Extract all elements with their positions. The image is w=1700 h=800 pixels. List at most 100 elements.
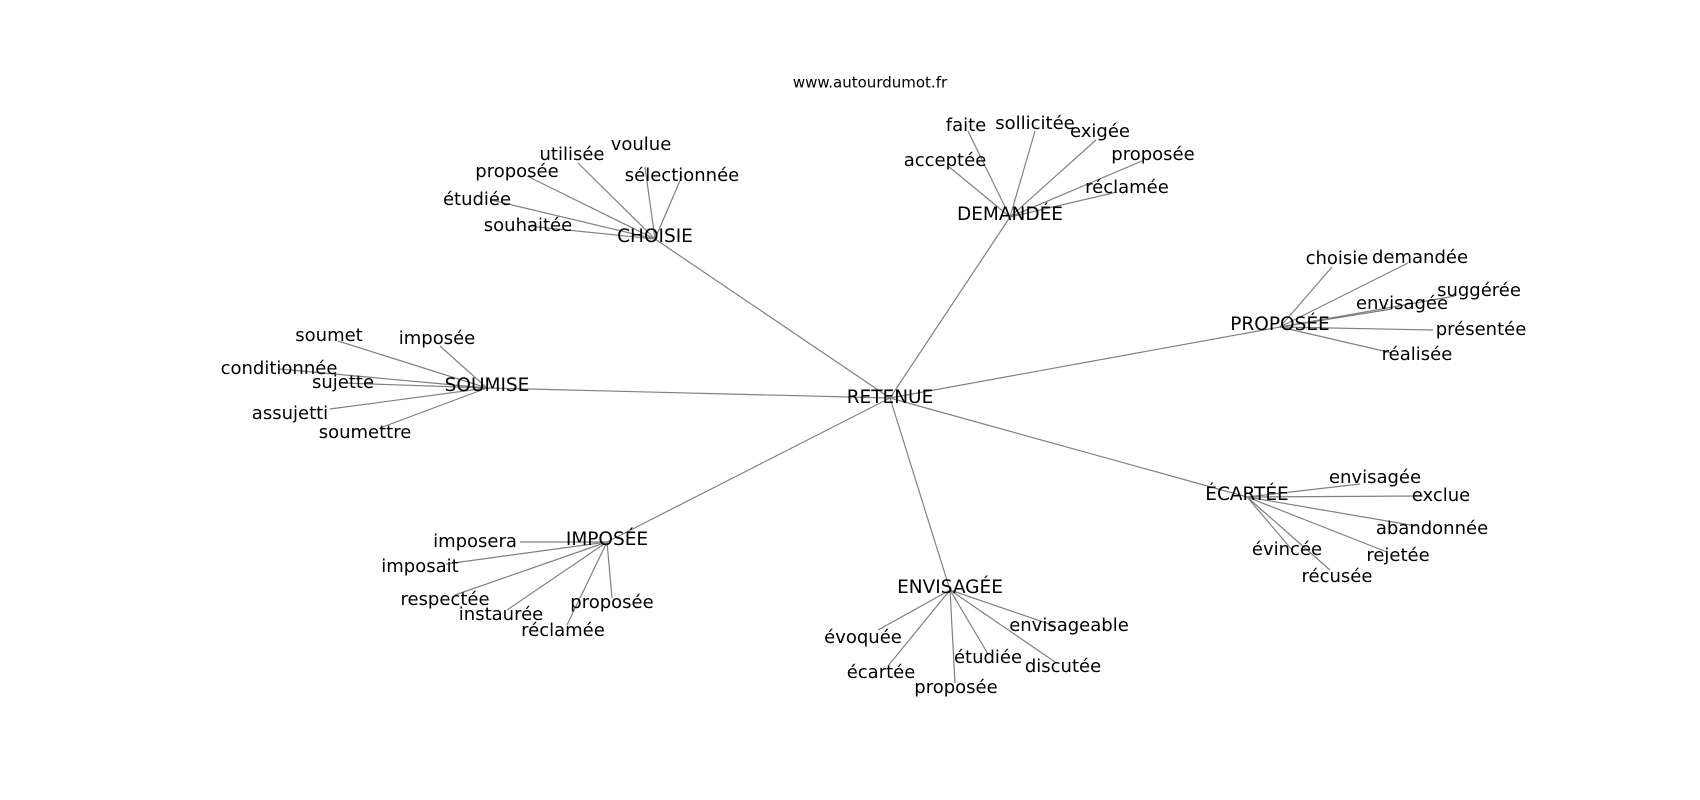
leaf-node-demandee-2[interactable]: exigée [1070, 121, 1130, 142]
leaf-node-choisie-1[interactable]: utilisée [540, 144, 605, 165]
edge-demandee-to-leaf-1 [1009, 130, 1036, 218]
edge-proposee-to-leaf-5 [1279, 326, 1393, 354]
leaf-node-choisie-3[interactable]: proposée [475, 161, 558, 182]
edge-choisie-to-leaf-4 [490, 199, 656, 240]
leaf-node-soumise-2[interactable]: conditionnée [221, 358, 338, 379]
hub-node-soumise[interactable]: SOUMISE [445, 375, 530, 396]
leaf-node-choisie-4[interactable]: étudiée [443, 189, 511, 210]
edge-imposee-to-leaf-4 [606, 541, 613, 599]
leaf-node-envisagee-1[interactable]: évoquée [824, 627, 902, 648]
leaf-node-ecartee-5[interactable]: récusée [1302, 566, 1373, 587]
leaf-node-proposee-1[interactable]: demandée [1372, 247, 1468, 268]
edge-soumise-to-leaf-5 [379, 387, 488, 429]
edge-root-to-proposee [889, 326, 1281, 399]
edge-envisagee-to-leaf-4 [887, 589, 951, 667]
hub-node-imposee[interactable]: IMPOSÉE [566, 528, 648, 550]
hub-node-demandee[interactable]: DEMANDÉE [957, 203, 1063, 225]
leaf-node-imposee-5[interactable]: réclamée [521, 620, 605, 641]
leaf-node-imposee-3[interactable]: instaurée [459, 604, 543, 625]
leaf-node-demandee-1[interactable]: sollicitée [995, 113, 1075, 134]
leaf-node-ecartee-0[interactable]: envisagée [1329, 467, 1421, 488]
edge-root-to-demandee [889, 216, 1011, 399]
edge-root-to-soumise [486, 387, 891, 399]
edge-imposee-to-leaf-3 [506, 541, 608, 611]
leaf-node-demandee-5[interactable]: réclamée [1085, 177, 1169, 198]
edge-soumise-to-leaf-4 [329, 387, 488, 410]
leaf-node-soumise-5[interactable]: soumettre [319, 422, 412, 443]
hub-node-proposee[interactable]: PROPOSÉE [1230, 313, 1329, 335]
leaf-node-envisagee-5[interactable]: proposée [914, 677, 997, 698]
edge-proposee-to-leaf-3 [1279, 308, 1393, 328]
edge-soumise-to-leaf-1 [439, 345, 488, 389]
edge-root-to-imposee [606, 397, 891, 543]
root-node-label[interactable]: RETENUE [847, 387, 934, 408]
edge-proposee-to-leaf-0 [1279, 266, 1333, 328]
edge-root-to-choisie [654, 238, 891, 399]
leaf-node-ecartee-1[interactable]: exclue [1412, 485, 1470, 506]
leaf-node-imposee-0[interactable]: imposera [433, 531, 517, 552]
edge-imposee-to-leaf-2 [454, 541, 608, 596]
edge-choisie-to-leaf-0 [644, 166, 656, 240]
edge-demandee-to-leaf-3 [1009, 160, 1143, 218]
edge-envisagee-to-leaf-5 [949, 589, 956, 684]
edge-choisie-to-leaf-5 [527, 225, 656, 240]
edge-envisagee-to-leaf-1 [877, 589, 951, 631]
leaf-node-ecartee-2[interactable]: abandonnée [1376, 518, 1488, 539]
edge-soumise-to-leaf-2 [278, 368, 488, 389]
leaf-node-choisie-0[interactable]: voulue [611, 134, 672, 155]
graph-edges [278, 130, 1456, 684]
leaf-node-ecartee-4[interactable]: rejetée [1366, 545, 1429, 566]
leaf-node-imposee-2[interactable]: respectée [400, 589, 489, 610]
leaf-node-proposee-2[interactable]: suggérée [1437, 280, 1521, 301]
leaf-node-imposee-4[interactable]: proposée [570, 592, 653, 613]
leaf-node-envisagee-0[interactable]: envisageable [1009, 615, 1129, 636]
leaf-node-ecartee-3[interactable]: évincée [1252, 539, 1322, 560]
leaf-node-proposee-0[interactable]: choisie [1306, 248, 1369, 269]
leaf-node-demandee-0[interactable]: faite [946, 115, 987, 136]
edge-choisie-to-leaf-2 [654, 175, 683, 240]
edge-demandee-to-leaf-2 [1009, 139, 1097, 218]
graph-labels: www.autourdumot.fr RETENUE CHOISIE voulue… [221, 74, 1527, 699]
edge-ecartee-to-leaf-4 [1246, 496, 1388, 553]
leaf-node-demandee-3[interactable]: proposée [1111, 144, 1194, 165]
edge-ecartee-to-leaf-5 [1246, 496, 1331, 571]
edge-imposee-to-leaf-5 [566, 541, 608, 626]
leaf-node-proposee-5[interactable]: réalisée [1382, 344, 1453, 365]
edge-demandee-to-leaf-4 [947, 165, 1011, 218]
edge-ecartee-to-leaf-0 [1246, 483, 1361, 498]
leaf-node-choisie-2[interactable]: sélectionnée [625, 165, 739, 186]
hub-node-envisagee[interactable]: ENVISAGÉE [897, 576, 1003, 598]
edge-envisagee-to-leaf-0 [949, 589, 1056, 627]
leaf-node-envisagee-3[interactable]: discutée [1025, 656, 1101, 677]
leaf-node-soumise-3[interactable]: sujette [312, 372, 374, 393]
leaf-node-demandee-4[interactable]: acceptée [904, 150, 987, 171]
edge-demandee-to-leaf-5 [1009, 191, 1118, 218]
hub-node-choisie[interactable]: CHOISIE [617, 226, 693, 247]
edge-root-to-ecartee [889, 397, 1248, 498]
leaf-node-proposee-4[interactable]: présentée [1436, 319, 1527, 340]
leaf-node-imposee-1[interactable]: imposait [381, 556, 458, 577]
leaf-node-soumise-1[interactable]: imposée [399, 328, 476, 349]
edge-proposee-to-leaf-4 [1279, 326, 1434, 331]
leaf-node-soumise-0[interactable]: soumet [295, 325, 362, 346]
watermark-text: www.autourdumot.fr [793, 74, 948, 92]
edge-choisie-to-leaf-1 [577, 162, 656, 240]
edge-soumise-to-leaf-3 [342, 382, 488, 389]
edge-soumise-to-leaf-0 [337, 340, 488, 389]
edge-ecartee-to-leaf-2 [1246, 496, 1417, 527]
hub-node-ecartee[interactable]: ÉCARTÉE [1205, 483, 1288, 505]
leaf-node-envisagee-4[interactable]: écartée [847, 662, 916, 683]
edge-choisie-to-leaf-3 [526, 175, 656, 240]
leaf-node-envisagee-2[interactable]: étudiée [954, 647, 1022, 668]
edge-ecartee-to-leaf-1 [1246, 495, 1424, 498]
leaf-node-soumise-4[interactable]: assujetti [252, 403, 328, 424]
edge-imposee-to-leaf-1 [445, 541, 608, 565]
edge-demandee-to-leaf-0 [967, 130, 1011, 218]
edge-root-to-envisagee [889, 397, 951, 591]
edge-envisagee-to-leaf-3 [949, 589, 1056, 663]
edge-envisagee-to-leaf-2 [949, 589, 989, 655]
edge-ecartee-to-leaf-3 [1246, 496, 1294, 552]
leaf-node-choisie-5[interactable]: souhaitée [484, 215, 572, 236]
leaf-node-proposee-3[interactable]: envisagée [1356, 293, 1448, 314]
